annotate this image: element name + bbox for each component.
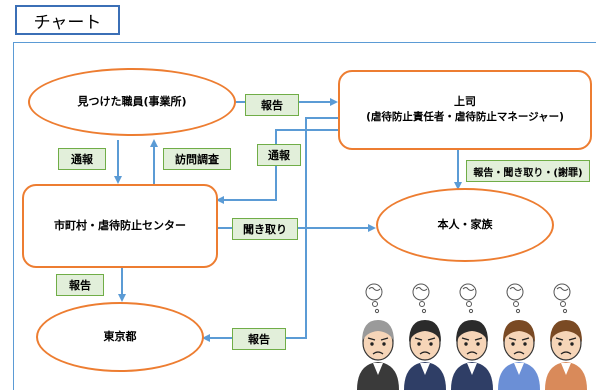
node-tokyo-label: 東京都 [103,329,137,343]
worried-person-icon [498,283,540,390]
node-finder-staff-label: 見つけた職員(事業所) [77,94,187,108]
worried-person-icon [545,283,587,390]
node-city-center: 市町村・虐待防止センター [22,184,218,268]
label-report-tokyo: 報告 [56,274,104,296]
node-supervisor-line2: (虐待防止責任者・虐待防止マネージャー) [366,111,564,124]
label-report-hearing-apology: 報告・聞き取り・(謝罪) [466,160,590,182]
label-notify-city: 通報 [58,148,106,170]
diagram-frame [13,42,596,390]
node-person-family-label: 本人・家族 [437,217,493,231]
label-visit-check: 訪問調査 [163,148,231,170]
node-supervisor-line1: 上司 [454,94,476,108]
worried-person-icon [357,283,399,390]
label-boss-report-tokyo: 報告 [232,328,286,350]
node-supervisor: 上司 (虐待防止責任者・虐待防止マネージャー) [338,70,592,150]
worried-person-icon [404,283,446,390]
node-finder-staff: 見つけた職員(事業所) [28,68,236,136]
label-hearing: 聞き取り [232,218,298,240]
node-city-center-label: 市町村・虐待防止センター [54,218,186,232]
chart-title: チャート [15,5,120,35]
worried-person-icon [451,283,493,390]
node-person-family: 本人・家族 [376,188,554,262]
label-report-to-boss: 報告 [245,94,299,116]
label-boss-notify: 通報 [257,144,301,166]
node-tokyo: 東京都 [36,302,204,372]
